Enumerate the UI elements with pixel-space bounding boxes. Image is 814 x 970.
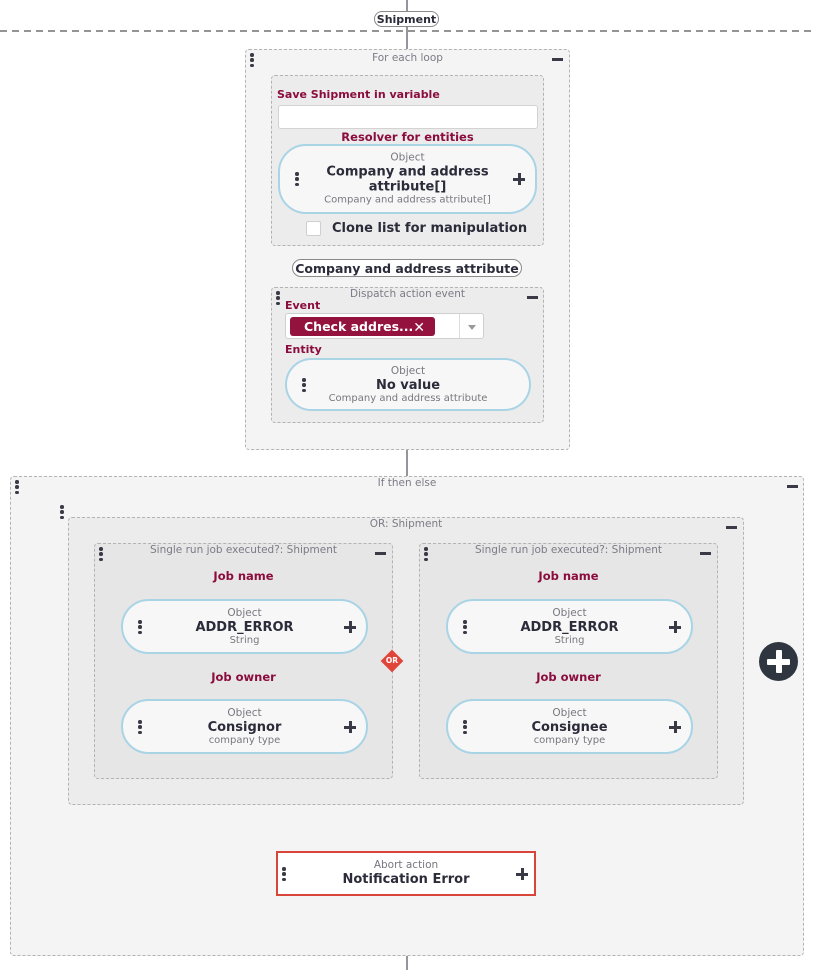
abort-action-block[interactable]: Abort action Notification Error <box>276 851 536 896</box>
object-type: String <box>229 634 260 646</box>
kebab-menu-icon[interactable] <box>281 867 287 881</box>
collapse-icon[interactable] <box>552 58 563 61</box>
job-owner-label: Job owner <box>211 670 276 684</box>
kebab-menu-icon[interactable] <box>98 547 104 561</box>
add-icon[interactable] <box>668 720 682 734</box>
job-name-label: Job name <box>538 569 599 583</box>
resolver-block: Save Shipment in variable Resolver for e… <box>271 75 544 246</box>
kebab-menu-icon[interactable] <box>14 480 20 494</box>
object-kind: Object <box>552 706 587 719</box>
event-select[interactable]: Check addres... ✕ <box>285 313 484 339</box>
job-name-object[interactable]: Object ADDR_ERROR String <box>446 599 693 654</box>
chevron-down-icon[interactable] <box>468 325 476 330</box>
entity-label: Entity <box>285 343 322 356</box>
kebab-menu-icon[interactable] <box>137 620 143 634</box>
object-type: Company and address attribute[] <box>324 194 491 206</box>
collapse-icon[interactable] <box>787 485 798 488</box>
save-variable-input[interactable] <box>278 105 538 129</box>
kebab-menu-icon[interactable] <box>423 547 429 561</box>
job-name-object[interactable]: Object ADDR_ERROR String <box>121 599 368 654</box>
clone-list-checkbox[interactable] <box>306 221 321 236</box>
job-name-label: Job name <box>213 569 274 583</box>
clone-list-label: Clone list for manipulation <box>332 221 528 236</box>
object-kind: Object <box>227 706 262 719</box>
add-icon[interactable] <box>515 867 529 881</box>
object-type: company type <box>208 734 281 746</box>
block-title: Dispatch action event <box>349 288 466 300</box>
object-type: String <box>554 634 585 646</box>
kebab-menu-icon[interactable] <box>137 720 143 734</box>
object-name: Consignee <box>531 719 608 735</box>
or-operator-label: OR <box>385 656 399 665</box>
kebab-menu-icon[interactable] <box>462 720 468 734</box>
object-name: ADDR_ERROR <box>520 619 619 635</box>
save-variable-label: Save Shipment in variable <box>277 88 440 101</box>
add-icon[interactable] <box>668 620 682 634</box>
kebab-menu-icon[interactable] <box>275 291 281 305</box>
object-kind: Object <box>552 606 587 619</box>
object-name: Company and address attribute[] <box>326 164 489 195</box>
collapse-icon[interactable] <box>700 552 711 555</box>
block-title: Single run job executed?: Shipment <box>474 544 663 556</box>
event-tag-label: Check addres... <box>304 319 414 334</box>
event-tag: Check addres... ✕ <box>290 317 435 336</box>
abort-kind: Abort action <box>373 859 439 871</box>
kebab-menu-icon[interactable] <box>249 53 255 67</box>
resolver-object[interactable]: Object Company and address attribute[] C… <box>278 144 537 214</box>
shipment-label: Shipment <box>374 11 439 27</box>
item-variable-label: Company and address attribute <box>292 259 522 277</box>
add-icon[interactable] <box>343 720 357 734</box>
add-icon[interactable] <box>343 620 357 634</box>
entity-object[interactable]: Object No value Company and address attr… <box>285 358 531 411</box>
abort-name: Notification Error <box>342 872 470 887</box>
object-kind: Object <box>227 606 262 619</box>
collapse-icon[interactable] <box>375 552 386 555</box>
remove-tag-icon[interactable]: ✕ <box>413 320 425 336</box>
block-title: OR: Shipment <box>369 518 443 530</box>
block-title: For each loop <box>372 52 443 64</box>
add-condition-button[interactable] <box>759 642 798 681</box>
condition-block-right[interactable]: Single run job executed?: Shipment Job n… <box>419 543 718 779</box>
object-name: No value <box>375 377 441 393</box>
condition-kebab-icon[interactable] <box>59 505 65 519</box>
object-name: ADDR_ERROR <box>195 619 294 635</box>
job-owner-object[interactable]: Object Consignee company type <box>446 699 693 754</box>
object-type: Company and address attribute <box>328 392 488 404</box>
event-label: Event <box>285 299 321 312</box>
condition-block-left[interactable]: Single run job executed?: Shipment Job n… <box>94 543 393 779</box>
collapse-icon[interactable] <box>527 296 538 299</box>
object-name: Consignor <box>207 719 282 735</box>
dispatch-action-block[interactable]: Dispatch action event Event Check addres… <box>271 287 544 423</box>
kebab-menu-icon[interactable] <box>462 620 468 634</box>
object-kind: Object <box>390 364 426 377</box>
object-type: company type <box>533 734 606 746</box>
object-kind: Object <box>390 151 425 164</box>
job-owner-object[interactable]: Object Consignor company type <box>121 699 368 754</box>
resolver-label: Resolver for entities <box>341 130 474 144</box>
kebab-menu-icon[interactable] <box>294 172 300 186</box>
block-title: Single run job executed?: Shipment <box>149 544 338 556</box>
kebab-menu-icon[interactable] <box>301 378 307 392</box>
job-owner-label: Job owner <box>536 670 601 684</box>
select-divider <box>459 314 460 338</box>
block-title: If then else <box>377 477 437 489</box>
add-icon[interactable] <box>512 172 526 186</box>
collapse-icon[interactable] <box>726 526 737 529</box>
